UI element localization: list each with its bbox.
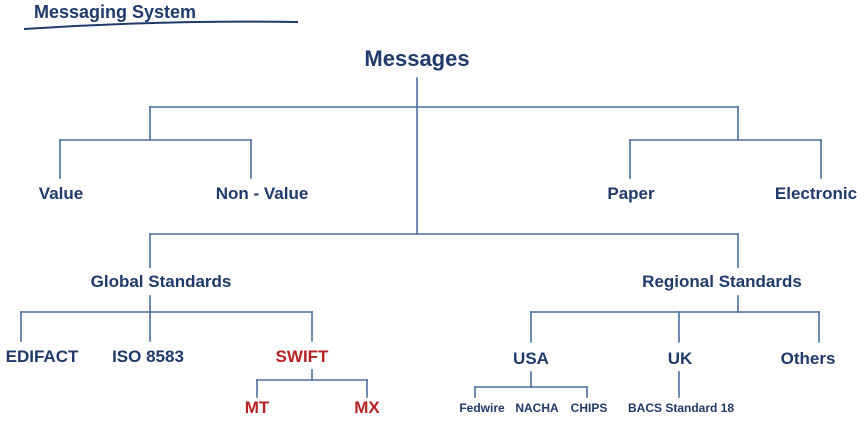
node-mt: MT [244, 398, 270, 417]
node-usa: USA [513, 349, 549, 368]
node-iso-8583: ISO 8583 [112, 347, 184, 366]
node-edifact: EDIFACT [5, 347, 79, 366]
node-non-value: Non - Value [215, 184, 309, 203]
node-mx: MX [354, 398, 380, 417]
node-chips: CHIPS [570, 401, 608, 415]
title-underline [23, 20, 299, 30]
node-bacs-standard-18: BACS Standard 18 [627, 401, 735, 415]
node-others: Others [780, 349, 836, 368]
node-global-standards: Global Standards [90, 272, 232, 291]
node-fedwire: Fedwire [459, 401, 505, 415]
node-uk: UK [667, 349, 693, 368]
node-paper: Paper [607, 184, 655, 203]
node-swift: SWIFT [275, 347, 329, 366]
node-nacha: NACHA [515, 401, 559, 415]
page-title: Messaging System [34, 2, 197, 22]
node-messages: Messages [364, 46, 470, 71]
node-electronic: Electronic [774, 184, 858, 203]
node-regional-standards: Regional Standards [642, 272, 802, 291]
node-value: Value [38, 184, 84, 203]
